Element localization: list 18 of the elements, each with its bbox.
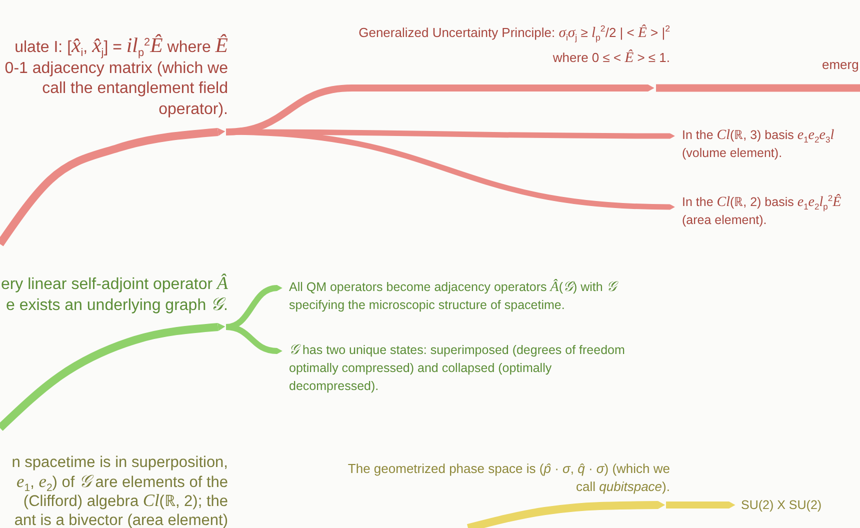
branch-arrow (0, 128, 226, 246)
branch-arrow (467, 501, 666, 528)
branch-line (656, 84, 860, 92)
topic-text: The geometrized phase space is (p̂ · σ, q̂ · σ) (which we call qubitspace). (344, 460, 670, 502)
branch-arrow (226, 324, 282, 354)
topic-text: SU(2) X SU(2) (741, 497, 851, 513)
topic-text: n spacetime is in superposition, e$_{1}$, e$_{2}$) of 𝒢 are elements of the (Clifford) algebra Cl(ℝ, 2); the ant is a bivector (area element) (0, 454, 228, 528)
branch-arrow (226, 84, 654, 136)
topic-text: In the Cl(ℝ, 2) basis e$_{1}$e$_{2}$l$_{p}$$^{2}$Ê (area element). (682, 193, 860, 229)
topic-text: All QM operators become adjacency operators Â(𝒢) with 𝒢 specifying the microscopic structure of spacetime. (289, 278, 651, 314)
branch-arrow (666, 502, 736, 508)
topic-text: Generalized Uncertainty Principle: σ$_{i}$σ$_{j}$ ≥ l$_{p}$$^{2}$/2 | < Ê > |$^{2}$ where 0 ≤ < Ê > ≤ 1. (340, 20, 670, 85)
topic-text: ulate I: [x̂$_{i}$, x̂$_{j}$] = il$_{p}$$^{2}$Ê where Ê 0-1 adjacency matrix (which we call the entanglement field operator). (0, 36, 228, 129)
branch-arrow (0, 323, 226, 431)
topic-text: ery linear self-adjoint operator Â e exists an underlying graph 𝒢. (0, 274, 228, 324)
topic-text: In the Cl(ℝ, 3) basis e$_{1}$e$_{2}$e$_{3}$l (volume element). (682, 126, 860, 162)
topic-text: 𝒢 has two unique states: superimposed (degrees of freedom optimally compressed) and collapsed (optimally decompressed). (289, 341, 639, 395)
topic-text: emerg (822, 56, 860, 85)
